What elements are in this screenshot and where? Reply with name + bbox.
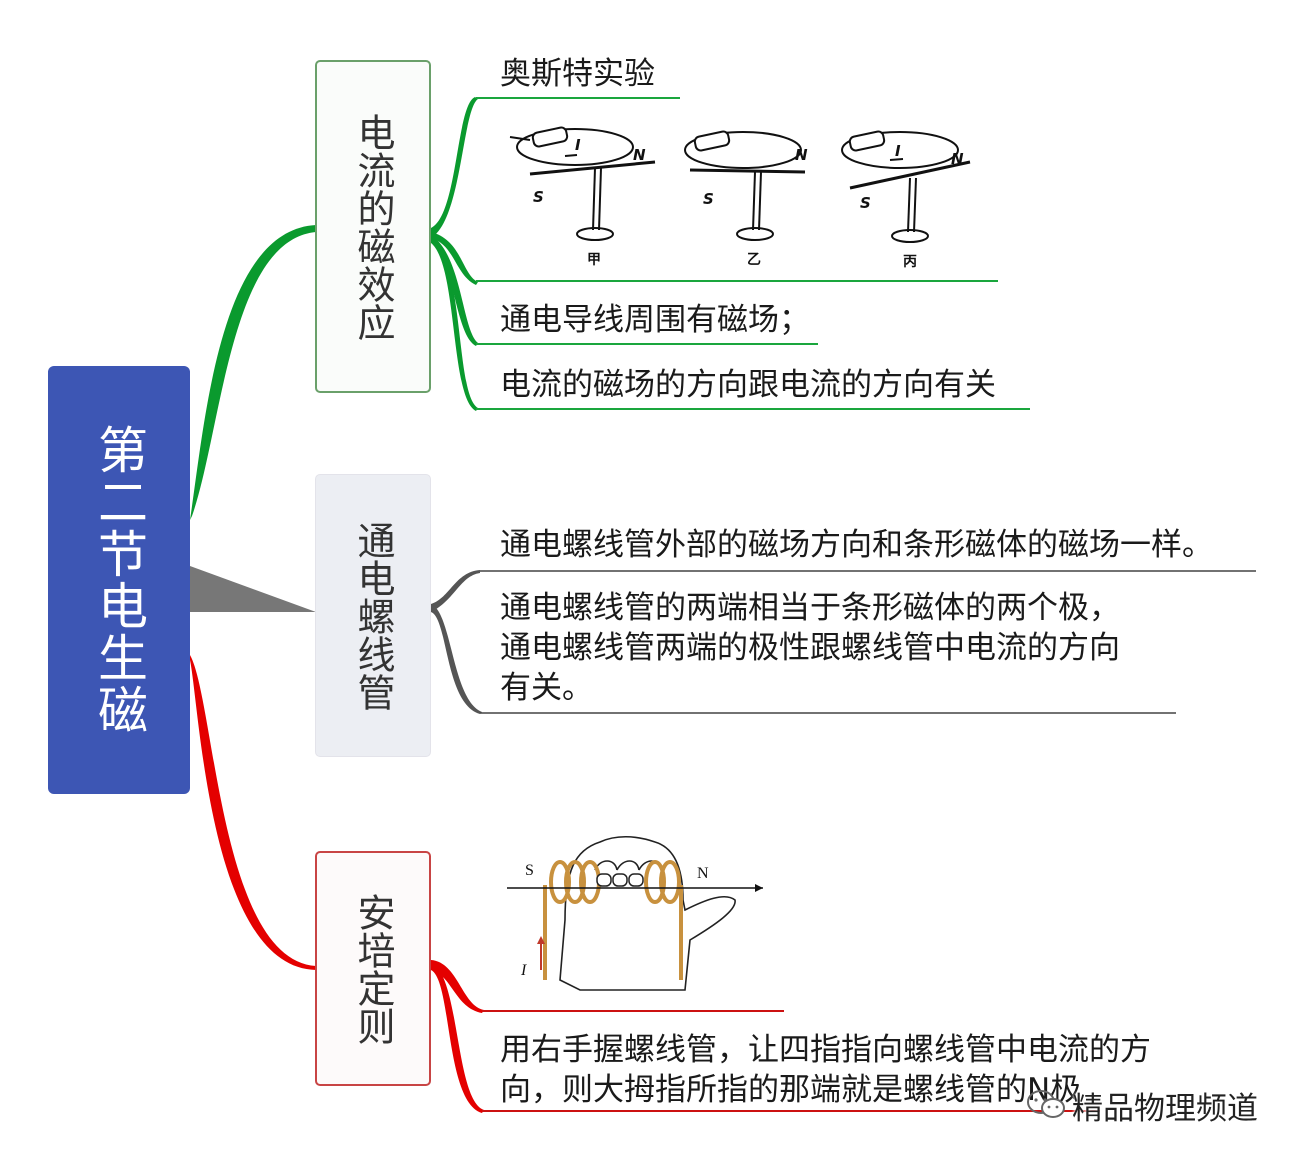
leaf-solenoid-poles-line2: 通电螺线管两端的极性跟螺线管中电流的方向 xyxy=(500,630,1120,666)
branch-root-to-topic1 xyxy=(190,225,316,520)
wechat-icon xyxy=(1027,1090,1065,1118)
root-node: 第二节电生磁 xyxy=(48,366,190,794)
field-axis-arrowhead xyxy=(755,884,763,892)
oersted-b-caption: 乙 xyxy=(747,252,761,268)
oersted-c-n-label: N xyxy=(951,150,964,168)
branch-topic3-lower-curve xyxy=(431,962,484,1113)
topic-label: 电流的磁效应 xyxy=(351,112,395,341)
topic-solenoid: 通电螺线管 xyxy=(315,474,431,757)
branch-topic1-to-leaves xyxy=(431,97,478,238)
leaf-solenoid-external-field: 通电螺线管外部的磁场方向和条形磁体的磁场一样。 xyxy=(500,527,1213,563)
oersted-b-n-label: N xyxy=(795,146,808,164)
watermark: 精品物理频道 xyxy=(1026,1080,1258,1130)
hand-n-label: N xyxy=(697,865,709,882)
leaf-rule-line2: 向，则大拇指所指的那端就是螺线管的N极 xyxy=(500,1072,1082,1108)
root-label: 第二节电生磁 xyxy=(90,424,148,736)
topic-label: 安培定则 xyxy=(351,892,395,1045)
oersted-c-s-label: S xyxy=(860,194,871,212)
hand-s-label: S xyxy=(525,862,534,879)
oersted-figure-c xyxy=(841,130,971,243)
oersted-c-i-label: I xyxy=(895,142,901,160)
branch-topic1-point2-curve xyxy=(431,238,478,411)
branch-root-to-topic3 xyxy=(190,655,316,970)
leaf-solenoid-poles-line3: 有关。 xyxy=(500,670,593,706)
branch-topic1-point1-curve xyxy=(431,235,478,346)
right-hand-rule-figure: S N I xyxy=(507,835,763,991)
branch-topic3-to-leaves xyxy=(431,960,484,1013)
topic-magnetic-effect: 电流的磁效应 xyxy=(315,60,431,393)
oersted-a-s-label: S xyxy=(533,188,544,206)
leaf-current-field: 通电导线周围有磁场； xyxy=(500,302,810,338)
current-arrowhead xyxy=(537,936,545,944)
fingertips xyxy=(596,873,644,887)
leaf-oersted-title: 奥斯特实验 xyxy=(500,56,655,92)
oersted-a-caption: 甲 xyxy=(587,252,601,268)
branch-topic2-lower-curve xyxy=(431,604,482,714)
oersted-figure-b xyxy=(684,130,806,241)
watermark-text: 精品物理频道 xyxy=(1072,1090,1258,1127)
oersted-b-s-label: S xyxy=(703,190,714,208)
branch-root-to-topic2 xyxy=(190,566,316,612)
leaf-field-direction: 电流的磁场的方向跟电流的方向有关 xyxy=(500,367,996,403)
leaf-solenoid-poles-line1: 通电螺线管的两端相当于条形磁体的两个极， xyxy=(500,590,1120,626)
branch-topic1-fig-curve xyxy=(431,232,478,285)
hand-illustration xyxy=(559,835,736,991)
oersted-c-caption: 丙 xyxy=(903,254,917,270)
branch-topic2-to-leaves xyxy=(431,570,480,612)
leaf-rule-line1: 用右手握螺线管，让四指指向螺线管中电流的方 xyxy=(500,1032,1151,1068)
oersted-a-n-label: N xyxy=(633,146,646,164)
oersted-experiment-figure: S N I 甲 S N 乙 S N I 丙 xyxy=(509,126,971,270)
solenoid-coil xyxy=(543,860,683,980)
topic-label: 通电螺线管 xyxy=(351,520,395,711)
oersted-figure-a xyxy=(509,126,656,241)
hand-i-label: I xyxy=(520,962,527,979)
topic-ampere-rule: 安培定则 xyxy=(315,851,431,1086)
oersted-a-i-label: I xyxy=(575,136,581,154)
